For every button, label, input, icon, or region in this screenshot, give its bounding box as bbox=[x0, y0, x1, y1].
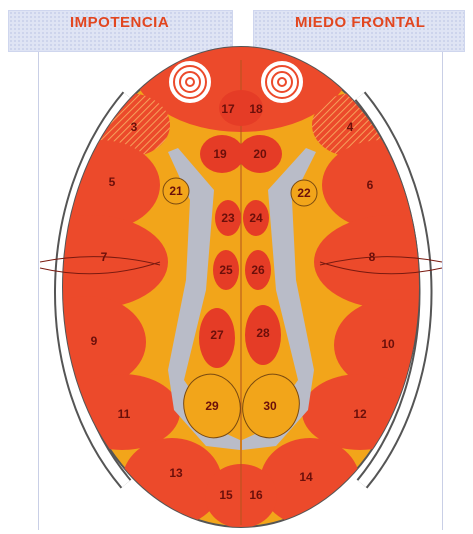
label-5: 5 bbox=[109, 175, 116, 189]
left-eye-target-icon bbox=[168, 60, 212, 104]
label-23: 23 bbox=[221, 211, 235, 225]
label-29: 29 bbox=[205, 399, 219, 413]
right-eye-target-icon bbox=[260, 60, 304, 104]
label-30: 30 bbox=[263, 399, 277, 413]
label-22: 22 bbox=[297, 186, 311, 200]
label-4: 4 bbox=[347, 120, 354, 134]
label-21: 21 bbox=[169, 184, 183, 198]
label-7: 7 bbox=[101, 250, 108, 264]
zone-9[interactable] bbox=[30, 296, 146, 388]
label-11: 11 bbox=[118, 407, 131, 421]
label-17: 17 bbox=[221, 102, 235, 116]
label-12: 12 bbox=[353, 407, 367, 421]
label-14: 14 bbox=[299, 470, 313, 484]
label-8: 8 bbox=[369, 250, 376, 264]
label-9: 9 bbox=[91, 334, 98, 348]
label-24: 24 bbox=[249, 211, 263, 225]
zone-8[interactable] bbox=[314, 215, 470, 309]
label-6: 6 bbox=[367, 178, 374, 192]
label-25: 25 bbox=[219, 263, 233, 277]
label-19: 19 bbox=[213, 147, 227, 161]
label-26: 26 bbox=[251, 263, 265, 277]
label-13: 13 bbox=[169, 466, 183, 480]
label-10: 10 bbox=[381, 337, 395, 351]
label-3: 3 bbox=[131, 120, 138, 134]
label-27: 27 bbox=[210, 328, 224, 342]
label-15: 15 bbox=[219, 488, 233, 502]
label-16: 16 bbox=[249, 488, 263, 502]
label-20: 20 bbox=[253, 147, 267, 161]
label-18: 18 bbox=[249, 102, 263, 116]
label-28: 28 bbox=[256, 326, 270, 340]
